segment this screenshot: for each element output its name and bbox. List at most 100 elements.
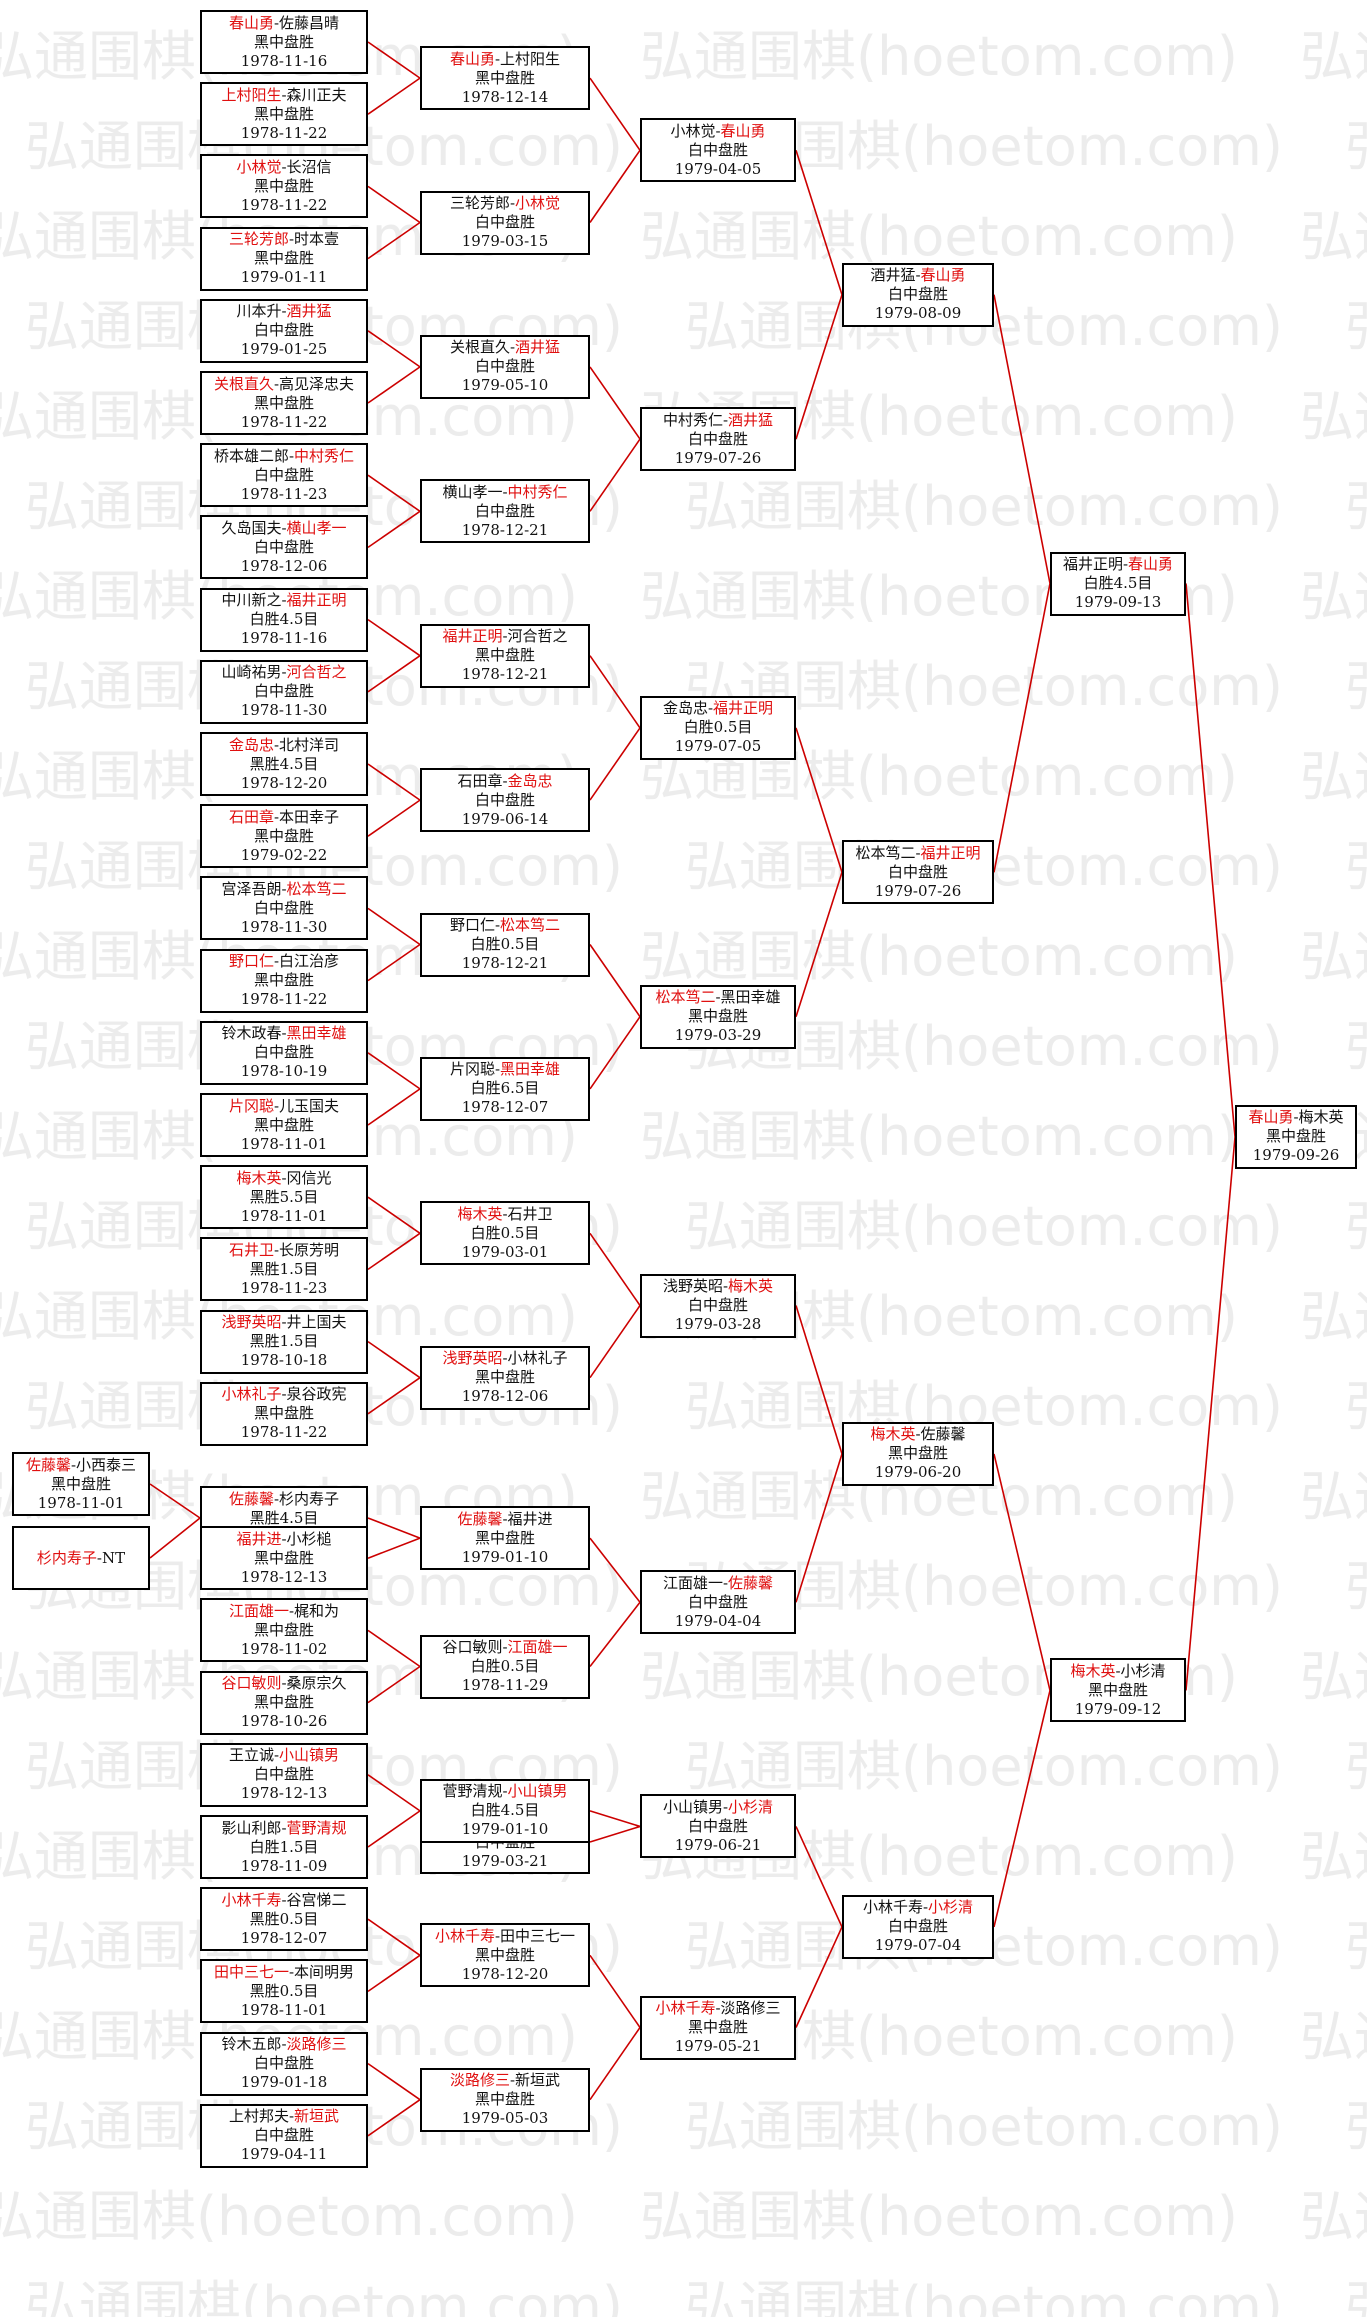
player-separator: - (281, 518, 287, 537)
player-a: 酒井猛 (870, 266, 916, 285)
match-result: 黑中盘胜 (253, 971, 314, 990)
player-a: 片冈聪 (449, 1060, 495, 1079)
player-a: 小林觉 (670, 121, 716, 140)
player-a: 片冈聪 (228, 1096, 274, 1115)
bracket-line (367, 2099, 421, 2137)
player-separator: - (273, 735, 280, 754)
player-a: 菅野清规 (442, 1782, 503, 1801)
bracket-line (367, 1517, 421, 1539)
player-separator: - (922, 1898, 929, 1917)
player-b: 长沼信 (286, 157, 332, 176)
bracket-line (367, 1340, 421, 1379)
match-result: 白中盘胜 (253, 1043, 314, 1062)
player-a: 梅木英 (457, 1204, 503, 1223)
match-players: 谷口敏则-江面雄一 (442, 1638, 567, 1657)
match-players: 石田章-金岛忠 (457, 772, 552, 791)
player-b: 福井正明 (286, 591, 347, 610)
match-result: 黑中盘胜 (253, 1548, 314, 1567)
player-a: 影山利郎 (221, 1818, 282, 1837)
match-date: 1978-12-14 (461, 87, 549, 106)
bracket-line (367, 799, 421, 837)
match-result: 白中盘胜 (687, 1592, 748, 1611)
player-b: 春山勇 (920, 266, 966, 285)
match-date: 1979-07-26 (874, 881, 962, 900)
player-b: 松本笃二 (500, 916, 561, 934)
player-separator: - (502, 627, 508, 646)
watermark-text: 弘通围棋(hoetom.com) (1300, 1285, 1367, 1348)
bracket-line (589, 149, 641, 223)
bracket-line (1185, 1136, 1236, 1691)
watermark-text: 弘通围棋(hoetom.com) (1345, 2095, 1367, 2158)
player-b: 冈信光 (286, 1168, 332, 1187)
match-result: 黑胜1.5目 (249, 1332, 319, 1351)
match-players: 谷口敏则-桑原宗久 (221, 1674, 346, 1693)
player-a: 小林千寿 (221, 1890, 282, 1909)
player-b: 江面雄一 (507, 1638, 568, 1656)
match-players: 浅野英昭-小林礼子 (442, 1349, 567, 1368)
match-date: 1979-06-21 (674, 1835, 762, 1854)
player-a: 江面雄一 (228, 1601, 289, 1620)
watermark-text: 弘通围棋(hoetom.com) (25, 2275, 623, 2317)
watermark-text: 弘通围棋(hoetom.com) (1300, 1465, 1367, 1528)
match-players: 石井卫-长原芳明 (229, 1241, 339, 1260)
match-date: 1979-09-26 (1252, 1146, 1340, 1165)
bracket-line (795, 150, 843, 295)
match-result: 白中盘胜 (687, 1816, 748, 1835)
player-b: 横山孝一 (286, 518, 347, 537)
watermark-text: 弘通围棋(hoetom.com) (1345, 1015, 1367, 1078)
match-date: 1979-01-10 (461, 1820, 549, 1839)
match-players: 影山利郎-菅野清规 (221, 1819, 346, 1838)
match-result: 白胜0.5目 (470, 1657, 540, 1675)
match-result: 黑中盘胜 (1087, 1680, 1148, 1699)
match-result: 白胜1.5目 (249, 1837, 319, 1856)
player-b: 佐藤昌晴 (279, 13, 340, 32)
match-result: 白中盘胜 (253, 2126, 314, 2145)
match-players: 小林千寿-淡路修三 (655, 1999, 780, 2018)
watermark-text: 弘通围棋(hoetom.com) (1345, 1555, 1367, 1618)
watermark-text: 弘通围棋(hoetom.com) (1345, 1735, 1367, 1798)
match-date: 1979-08-09 (874, 304, 962, 323)
match-date: 1978-11-22 (240, 1423, 328, 1442)
player-a: 福井正明 (442, 627, 503, 646)
player-b: 田中三七一 (500, 1926, 576, 1945)
player-separator: - (281, 1529, 287, 1548)
match-result: 黑中盘胜 (253, 32, 314, 51)
player-separator: - (288, 2107, 295, 2126)
player-b: 黑田幸雄 (500, 1060, 561, 1079)
player-b: 福井进 (507, 1509, 553, 1528)
match-players: 小林觉-春山勇 (670, 122, 765, 141)
player-a: 石井卫 (228, 1240, 274, 1259)
player-b: 白江治彦 (279, 952, 340, 971)
player-b: 福井正明 (713, 699, 774, 718)
player-separator: - (502, 1509, 508, 1528)
bracket-line (589, 1305, 641, 1379)
match-players: 春山勇-梅木英 (1248, 1108, 1343, 1127)
watermark-text: 弘通围棋(hoetom.com) (685, 475, 1283, 538)
player-a: 福井进 (236, 1529, 282, 1548)
player-a: 金岛忠 (228, 735, 274, 754)
player-a: 春山勇 (449, 49, 495, 68)
player-a: 浅野英昭 (442, 1349, 503, 1368)
match-result: 黑中盘胜 (253, 1404, 314, 1423)
bracket-line (367, 1774, 421, 1812)
player-b: 春山勇 (1128, 555, 1174, 573)
match-players: 久岛国夫-横山孝一 (221, 519, 346, 538)
bracket-line (367, 2062, 421, 2101)
bracket-line (367, 1377, 421, 1415)
match-date: 1978-10-19 (240, 1062, 328, 1081)
